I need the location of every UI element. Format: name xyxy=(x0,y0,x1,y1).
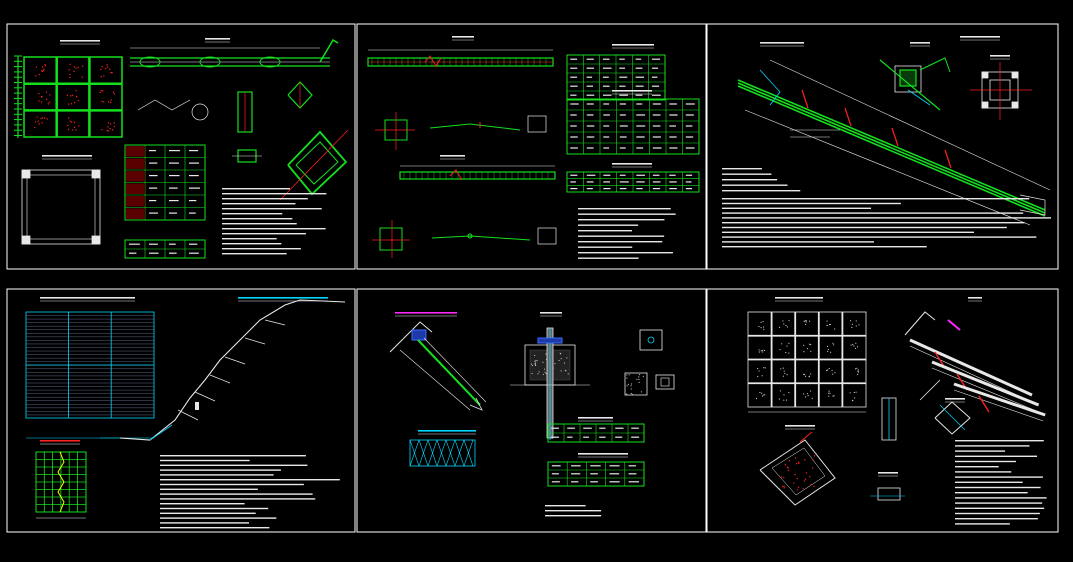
slope-net-protection-sheet xyxy=(6,288,356,533)
grid-elevation xyxy=(747,311,867,413)
sheet-3-content xyxy=(722,36,1052,248)
anchor-table-1 xyxy=(547,423,645,443)
anchor-table-2 xyxy=(547,461,645,487)
diamond-mesh-detail xyxy=(409,439,476,467)
quantity-table-red xyxy=(124,144,206,221)
diagonal-detail xyxy=(279,129,349,201)
inclined-beams xyxy=(904,297,1046,422)
inclined-anchors xyxy=(737,59,1051,226)
anchor-grid-elevation-sheet xyxy=(706,288,1059,533)
anchor-plate-detail xyxy=(970,55,1032,120)
anchor-small-details xyxy=(624,329,675,396)
anchor-head-detail xyxy=(879,42,951,111)
lattice-plan xyxy=(14,40,123,138)
anchor-beam-detail-sheet xyxy=(356,23,707,270)
slope-profile xyxy=(100,299,346,441)
material-table-3 xyxy=(566,171,700,193)
sheet-5-content xyxy=(389,312,675,517)
anchor-lattice-frame-sheet xyxy=(6,23,356,270)
beam-section-detail xyxy=(759,431,836,506)
anchor-inclined xyxy=(389,321,487,411)
sheet-6-content xyxy=(747,297,1047,525)
material-table-2 xyxy=(566,98,700,155)
vertical-beam-detail xyxy=(870,397,905,501)
summary-table xyxy=(124,239,206,259)
mesh-detail xyxy=(35,451,87,519)
sheet-1-content xyxy=(14,38,349,259)
long-anchor-section-sheet xyxy=(706,23,1059,270)
sheet-4-content xyxy=(25,297,346,529)
beam-elevation xyxy=(130,38,339,68)
detail-sections xyxy=(137,81,313,163)
mesh-plan xyxy=(25,311,155,439)
anchor-head-detail-sheet xyxy=(356,288,707,533)
sheet-2-content xyxy=(367,36,700,259)
anchor-vertical xyxy=(510,312,590,440)
node-detail xyxy=(934,398,971,435)
square-frame xyxy=(21,155,101,245)
